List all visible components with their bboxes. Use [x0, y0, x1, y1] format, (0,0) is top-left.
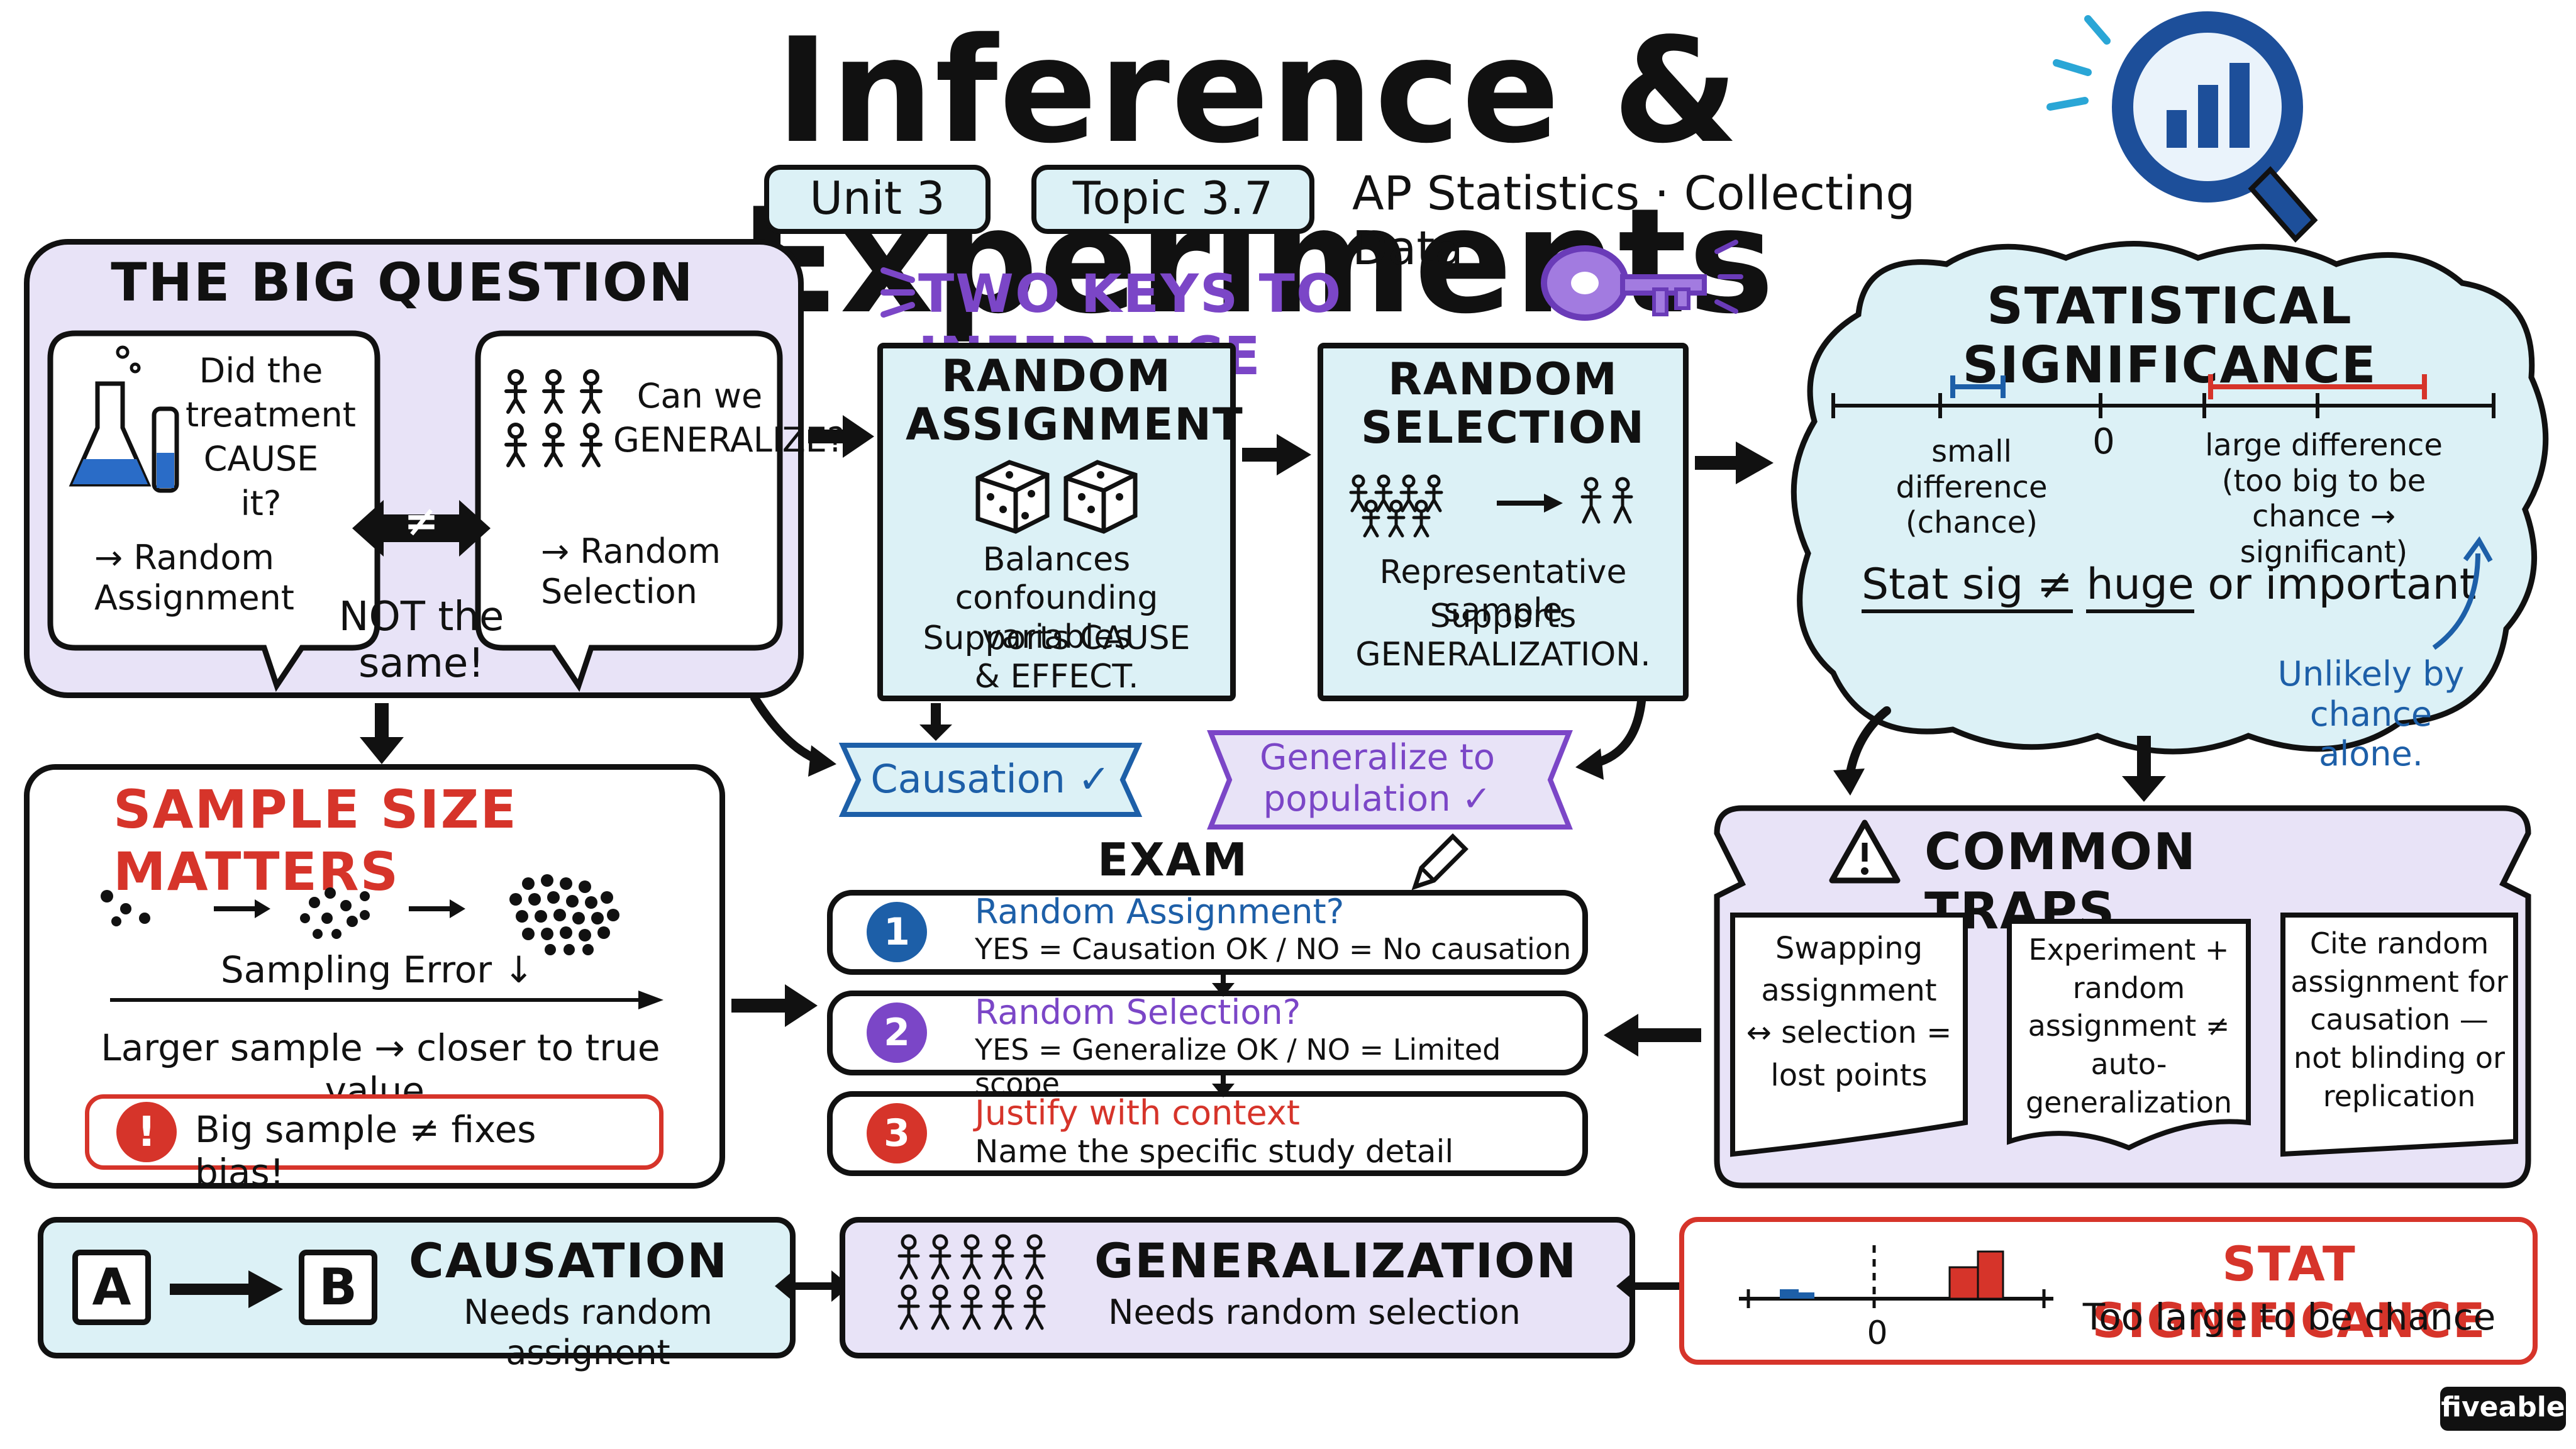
magnifier-chart-icon — [2046, 11, 2318, 243]
not-the-same-label: NOT the same! — [338, 594, 504, 687]
step-1-badge: 1 — [867, 902, 927, 962]
bias-warning-text: Big sample ≠ fixes bias! — [195, 1108, 536, 1194]
sample-size-header: SAMPLE SIZE MATTERS — [113, 779, 518, 903]
trap-card-2: Experiment + random assignment ≠ auto-ge… — [2025, 933, 2233, 1119]
step-3-badge: 3 — [867, 1103, 927, 1163]
zero-label: 0 — [2092, 421, 2115, 462]
step-1-detail: YES = Causation OK / NO = No causation — [975, 932, 1572, 966]
significance-chart-icon — [1739, 1245, 2053, 1311]
step-2-detail: YES = Generalize OK / NO = Limited scope — [975, 1033, 1501, 1101]
dice-icon — [975, 460, 1138, 534]
step-3-detail: Name the specific study detail — [975, 1133, 1454, 1170]
course-label: AP Statistics · Collecting Data — [1352, 167, 1916, 276]
stat-sig-header: STATISTICAL SIGNIFICANCE — [1962, 277, 2377, 395]
key-icon — [1541, 240, 1743, 321]
people-icon — [504, 369, 602, 467]
step-2-title: Random Selection? — [975, 992, 1301, 1032]
cause-answer: → Random Assignment — [94, 538, 294, 618]
topic-tag: Topic 3.7 — [1031, 165, 1314, 234]
significance-zero: 0 — [1867, 1314, 1888, 1352]
generalize-answer: → Random Selection — [541, 531, 721, 611]
not-equal-symbol: ≠ — [404, 497, 439, 545]
pencil-icon — [1411, 833, 1468, 891]
causation-banner-shape — [838, 743, 1143, 817]
sampling-error-label: Sampling Error ↓ — [220, 948, 535, 991]
causation-summary — [38, 1217, 796, 1358]
causation-arrow-icon — [170, 1270, 283, 1308]
significance-summary-sub: Too large to be chance — [2082, 1296, 2496, 1338]
random-assignment-line1: Balances confounding variables — [955, 541, 1158, 656]
generalize-banner-shape — [1207, 730, 1573, 830]
unlikely-label: Unlikely by chance alone. — [2277, 654, 2465, 774]
large-difference-label: large difference (too big to be chance →… — [2205, 428, 2443, 570]
significance-summary-title: STAT SIGNIFICANCE — [2092, 1236, 2487, 1348]
causation-b-box — [299, 1250, 377, 1325]
stat-sig-note-part1: Stat sig ≠ — [1862, 560, 2073, 613]
common-traps-header: COMMON TRAPS — [1924, 823, 2197, 941]
sample-people-icon — [1349, 474, 1633, 538]
generalization-summary-sub: Needs random selection — [1108, 1292, 1521, 1332]
step-3-title: Justify with context — [975, 1093, 1300, 1133]
generalize-speech-bubble — [475, 330, 783, 692]
stat-sig-note-part2: or important — [2207, 560, 2477, 609]
trap-card-2-shape — [2007, 919, 2251, 1151]
generalization-summary — [840, 1217, 1635, 1358]
big-question-header: THE BIG QUESTION — [111, 252, 694, 313]
step-arrows-icon — [1212, 972, 1235, 1097]
trap-card-3: Cite random assignment for causation — n… — [2290, 926, 2508, 1113]
significance-summary — [1679, 1217, 2538, 1365]
flask-icon — [69, 345, 179, 493]
causation-summary-title: CAUSATION — [409, 1233, 728, 1289]
cause-speech-bubble — [47, 330, 380, 692]
causation-b: B — [319, 1258, 357, 1316]
random-assignment-card — [877, 343, 1236, 701]
exam-step-1 — [827, 890, 1588, 975]
stat-sig-note-huge: huge — [2086, 560, 2194, 613]
bias-warning-box — [85, 1094, 663, 1170]
trap-card-1-shape — [1730, 913, 1968, 1157]
unit-tag: Unit 3 — [764, 165, 991, 234]
random-selection-line2: Supports GENERALIZATION. — [1355, 597, 1651, 674]
brand-badge — [2440, 1387, 2566, 1431]
step-1-title: Random Assignment? — [975, 892, 1345, 931]
random-assignment-line2: Supports CAUSE & EFFECT. — [923, 619, 1191, 696]
number-line-icon — [1831, 374, 2496, 418]
generalization-summary-title: GENERALIZATION — [1094, 1233, 1578, 1289]
step-2-badge: 2 — [867, 1002, 927, 1063]
brand-label: fiveable — [2441, 1391, 2565, 1423]
cause-question: Did the treatment CAUSE it? — [186, 351, 356, 523]
trap-card-3-shape — [2280, 913, 2518, 1157]
causation-a: A — [92, 1258, 131, 1316]
stat-sig-note: Stat sig ≠ huge or important — [1862, 560, 2476, 613]
causation-summary-sub: Needs random assignent — [464, 1292, 713, 1372]
curved-arrow-icon — [2432, 536, 2493, 650]
crowd-icon — [897, 1234, 1046, 1330]
random-selection-line1: Representative sample — [1379, 553, 1627, 630]
causation-banner: Causation ✓ — [870, 756, 1111, 802]
random-selection-card — [1318, 343, 1689, 701]
stat-sig-cloud — [1790, 241, 2549, 755]
causation-a-box — [72, 1250, 151, 1325]
warning-circle-icon: ! — [116, 1102, 177, 1162]
double-arrow-icon — [352, 500, 491, 557]
small-difference-label: small difference (chance) — [1896, 434, 2048, 541]
long-arrow-icon — [110, 991, 663, 1009]
exam-step-3 — [827, 1091, 1588, 1176]
trap-card-1: Swapping assignment ↔ selection = lost p… — [1746, 931, 1952, 1093]
random-assignment-title: RANDOM ASSIGNMENT — [906, 350, 1244, 450]
generalize-banner: Generalize to population ✓ — [1259, 737, 1496, 820]
warning-icon — [1829, 819, 1901, 884]
sample-dots-icon — [101, 874, 619, 955]
exam-step-2 — [827, 991, 1588, 1075]
accent-dashes-icon — [880, 267, 915, 318]
random-selection-title: RANDOM SELECTION — [1361, 353, 1645, 453]
